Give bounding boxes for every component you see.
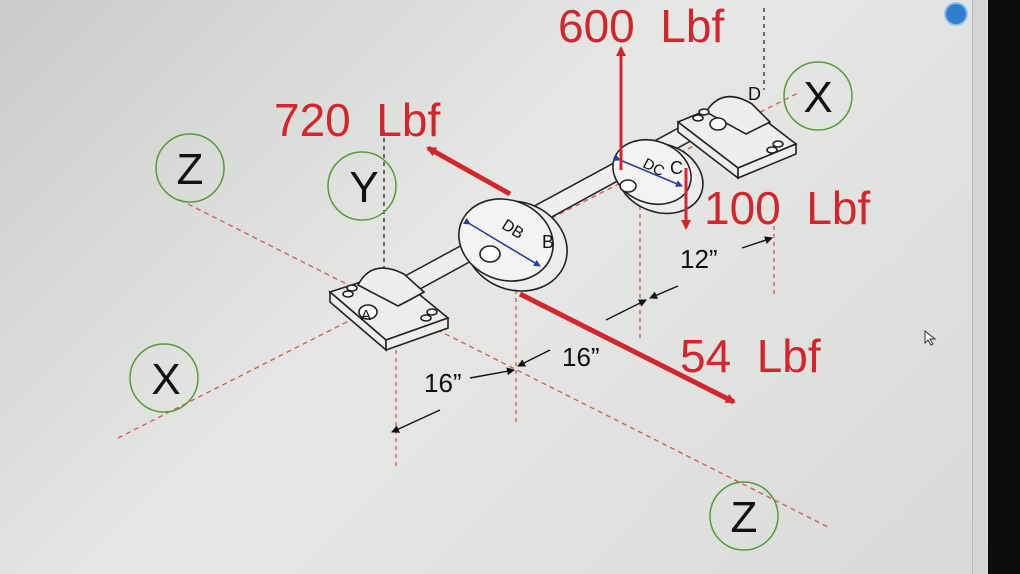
force-100-label: 100 Lbf (704, 182, 870, 234)
x-right-label: X (803, 73, 832, 122)
x-left-label: X (151, 355, 180, 404)
force-600-label: 600 Lbf (558, 0, 724, 52)
dimension-arrows (391, 236, 773, 433)
z-axis-line (179, 199, 831, 529)
bearing-d (676, 95, 798, 180)
dimension-16-left: 16” (424, 368, 462, 398)
force-54-label: 54 Lbf (680, 330, 821, 382)
axis-circles (129, 61, 853, 551)
monitor-bezel (988, 0, 1020, 574)
z-bottom-label: Z (731, 493, 758, 542)
scrollbar-track[interactable] (972, 0, 987, 574)
dc-diameter-arrow (613, 154, 683, 187)
z-left-circle (155, 133, 225, 203)
y-label: Y (349, 163, 378, 212)
z-bottom-circle (709, 481, 779, 551)
point-d-label: D (748, 84, 761, 104)
x-left-circle (129, 343, 199, 413)
z-left-label: Z (177, 145, 204, 194)
force-54-arrow (518, 291, 736, 405)
force-arrows (426, 46, 736, 405)
db-diameter-arrow (463, 217, 541, 267)
bearing-a (328, 267, 450, 352)
point-b-label: B (542, 232, 554, 252)
app-icon[interactable] (944, 2, 968, 26)
force-720-arrow (426, 145, 512, 197)
x-right-circle (783, 61, 853, 131)
mouse-pointer-icon (924, 330, 937, 346)
y-circle (327, 151, 397, 221)
dimension-12: 12” (680, 244, 718, 274)
point-a-label: A (361, 307, 371, 324)
force-720-label: 720 Lbf (274, 94, 440, 146)
point-c-label: C (670, 158, 683, 178)
dimension-16-mid: 16” (562, 342, 600, 372)
